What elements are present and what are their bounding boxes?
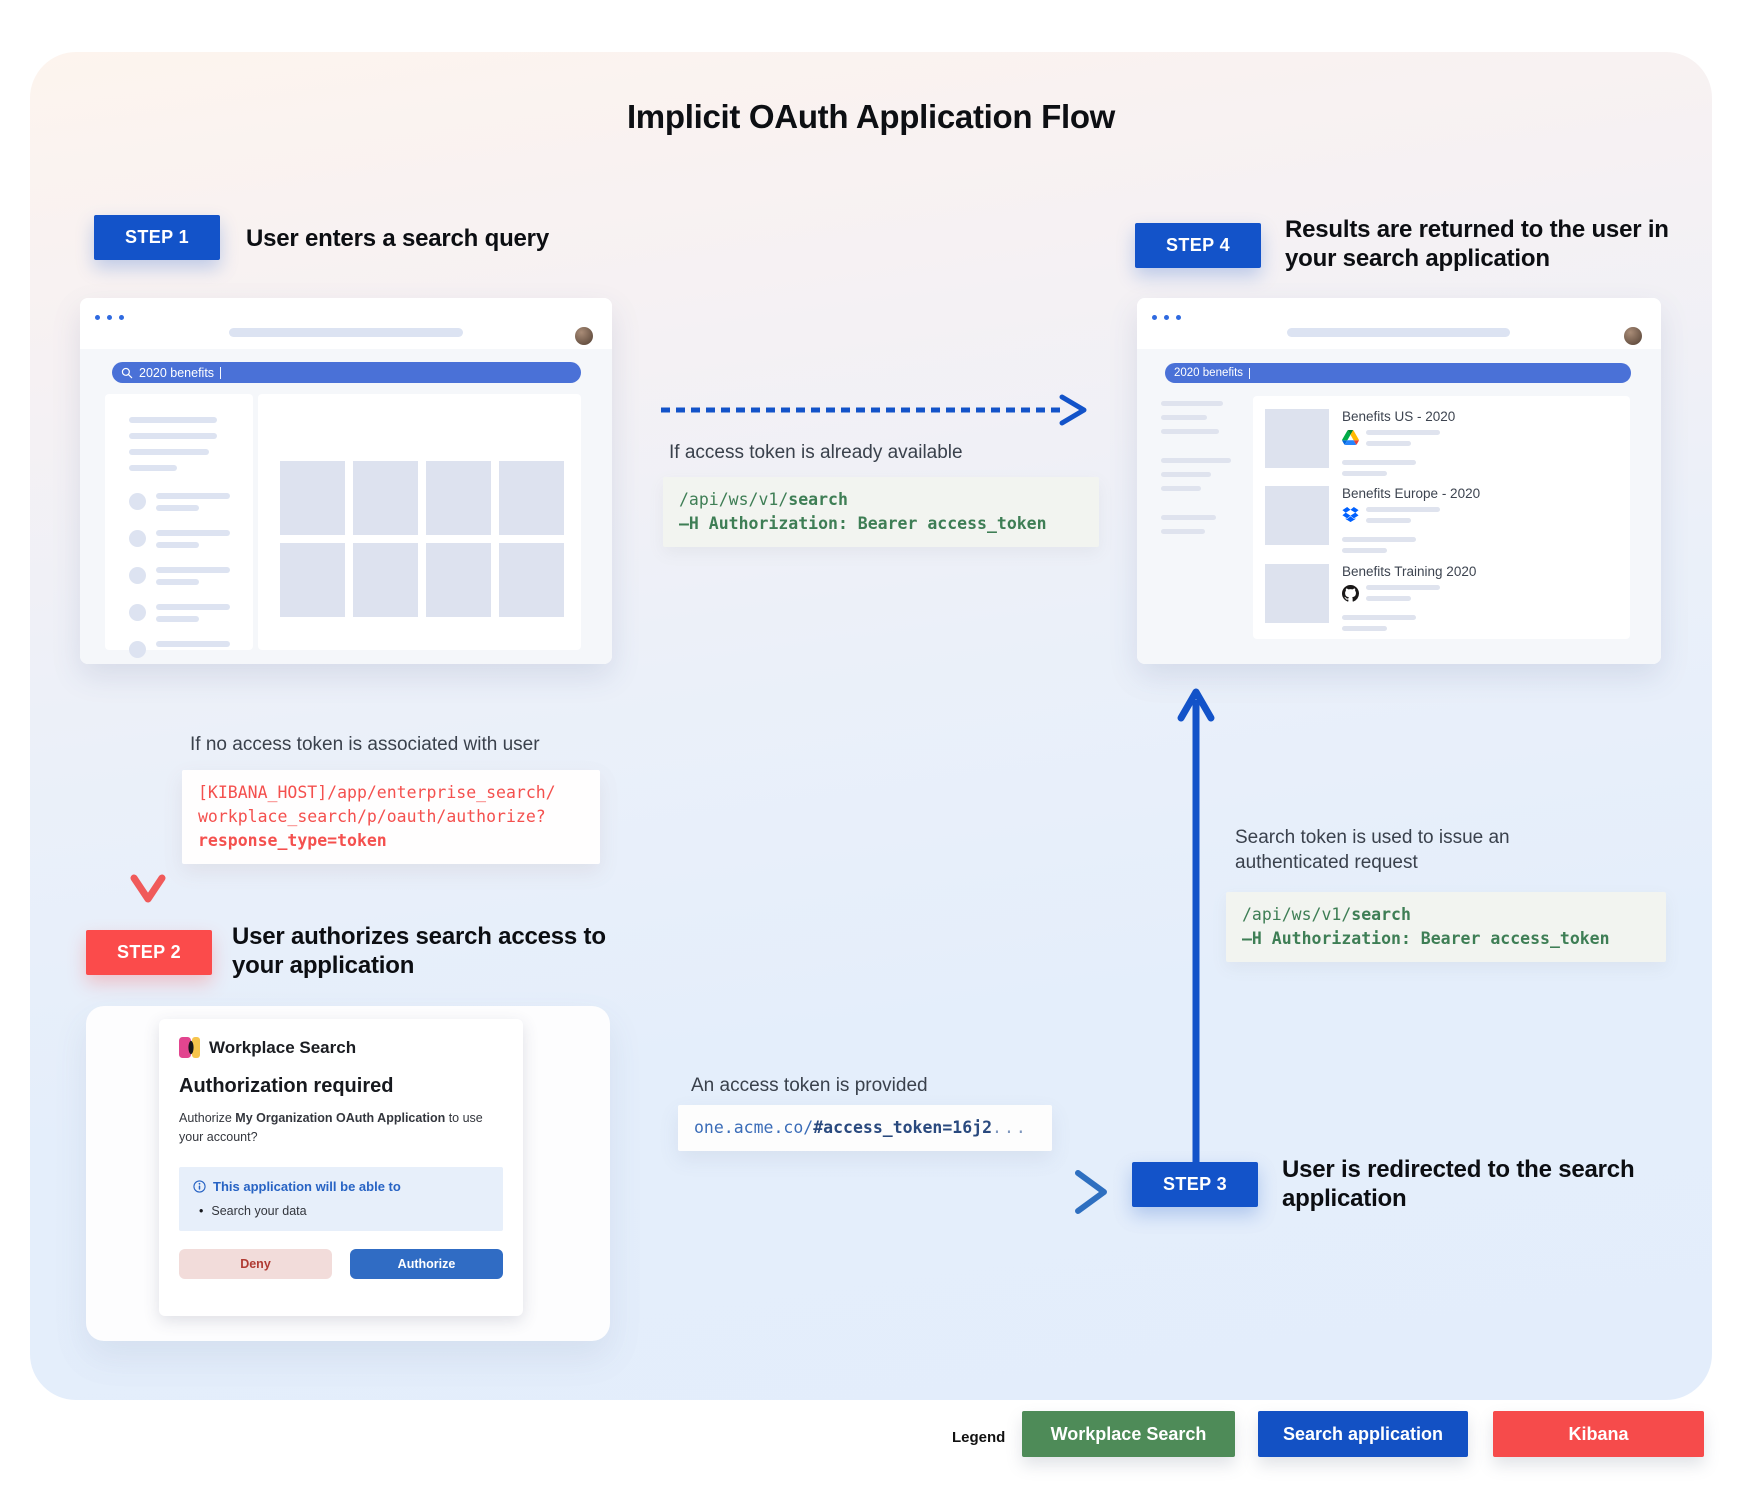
text-cursor [220,366,222,379]
browser-content: 2020 benefits [80,349,612,664]
code-path: /api/ws/v1/ [1242,905,1352,924]
deny-button[interactable]: Deny [179,1248,332,1279]
legend-item-workplace-search: Workplace Search [1022,1411,1235,1457]
note-token-available: If access token is already available [669,442,963,463]
authorization-dialog: Workplace Search Authorization required … [159,1019,523,1316]
permissions-heading: This application will be able to [213,1178,401,1194]
code-kibana-line1: [KIBANA_HOST]/app/enterprise_search/ [198,783,556,802]
code-path: /api/ws/v1/ [679,490,789,509]
browser-window-search-results: 2020 benefits Benefits US - 2020 [1137,298,1661,664]
search-query-text: 2020 benefits [139,365,215,380]
code-redirect-host: one.acme.co/ [694,1118,814,1137]
code-kibana-authorize-url: [KIBANA_HOST]/app/enterprise_search/ wor… [182,770,600,864]
code-path-bold: search [1351,905,1411,924]
dashed-arrow-right [661,394,1087,426]
workplace-search-header: Workplace Search [179,1037,503,1058]
note-no-token: If no access token is associated with us… [190,734,540,755]
browser-content: 2020 benefits Benefits US - 2020 [1137,349,1661,664]
search-query-text: 2020 benefits [1174,367,1244,379]
search-input[interactable]: 2020 benefits [112,362,581,383]
results-panel: Benefits US - 2020 [1253,396,1630,639]
step4-badge: STEP 4 [1135,223,1261,268]
code-path-bold: search [788,490,848,509]
code-api-request-top: /api/ws/v1/search —H Authorization: Bear… [663,477,1099,547]
result-thumbnail [1265,486,1329,545]
bullet-icon: • [199,1203,204,1218]
step2-badge: STEP 2 [86,930,212,975]
permissions-info-box: This application will be able to • Search… [179,1166,503,1231]
gradient-arrow-down [130,689,166,903]
result-title: Benefits US - 2020 [1342,409,1456,424]
search-icon [121,367,133,378]
text-cursor [1249,367,1251,379]
step4-heading: Results are returned to the user in your… [1285,216,1669,273]
search-input[interactable]: 2020 benefits [1165,363,1631,383]
result-thumbnail [1265,409,1329,468]
address-bar [1287,328,1510,337]
step3-badge: STEP 3 [1132,1162,1258,1207]
diagram-title: Implicit OAuth Application Flow [626,98,1116,135]
code-kibana-line2: workplace_search/p/oauth/authorize? [198,806,546,826]
auth-body-app-name: My Organization OAuth Application [235,1111,446,1125]
legend-item-search-application: Search application [1258,1411,1468,1457]
github-icon [1342,585,1359,602]
code-auth-header: —H Authorization: Bearer access_token [679,513,1047,533]
auth-body-prefix: Authorize [179,1111,236,1125]
workplace-search-name: Workplace Search [209,1037,357,1057]
auth-dialog-title: Authorization required [179,1075,394,1097]
code-auth-header: —H Authorization: Bearer access_token [1242,928,1610,948]
permission-label: Search your data [211,1203,307,1218]
code-redirect-token: #access_token=16j2 [813,1118,993,1137]
code-kibana-line3: response_type=token [198,830,387,850]
browser-titlebar [1137,298,1661,349]
user-avatar [1624,327,1642,345]
step3-heading: User is redirected to the search applica… [1282,1156,1635,1213]
google-drive-icon [1342,430,1359,445]
permission-item: • Search your data [193,1204,489,1218]
legend-item-kibana: Kibana [1493,1411,1704,1457]
address-bar [229,328,463,337]
browser-window-search-entry: 2020 benefits [80,298,612,664]
search-result-row[interactable]: Benefits Europe - 2020 [1265,486,1480,553]
window-controls-dots-icon [1152,315,1181,320]
note-token-provided: An access token is provided [691,1075,928,1096]
step2-heading: User authorizes search access to your ap… [232,923,606,980]
code-api-request-right: /api/ws/v1/search —H Authorization: Bear… [1226,892,1666,962]
result-thumbnail [1265,564,1329,623]
search-result-row[interactable]: Benefits US - 2020 [1265,409,1455,476]
info-icon [193,1179,206,1193]
result-title: Benefits Training 2020 [1342,564,1477,579]
auth-body-suffix: to use your account? [179,1111,483,1144]
browser-titlebar [80,298,612,349]
gradient-arrow-right [661,1170,1107,1214]
window-controls-dots-icon [95,315,124,320]
content-grid-skeleton [258,394,581,650]
note-token-used: Search token is used to issue an authent… [1235,827,1510,873]
auth-dialog-body: Authorize My Organization OAuth Applicat… [179,1109,503,1147]
authorize-button[interactable]: Authorize [350,1248,503,1279]
arrow-up [1177,688,1215,1162]
code-redirect-url: one.acme.co/#access_token=16j2... [678,1105,1052,1151]
facets-skeleton [1161,401,1231,534]
legend-label: Legend [952,1429,1006,1446]
dropbox-icon [1342,507,1359,522]
sidebar-skeleton [105,394,253,658]
search-result-row[interactable]: Benefits Training 2020 [1265,564,1476,631]
result-title: Benefits Europe - 2020 [1342,486,1481,501]
step1-heading: User enters a search query [246,225,549,252]
authorization-card: Workplace Search Authorization required … [86,1006,610,1341]
user-avatar [575,327,593,345]
workplace-search-logo-icon [179,1037,200,1058]
code-redirect-ellipsis: ... [992,1118,1028,1137]
step1-badge: STEP 1 [94,215,220,260]
